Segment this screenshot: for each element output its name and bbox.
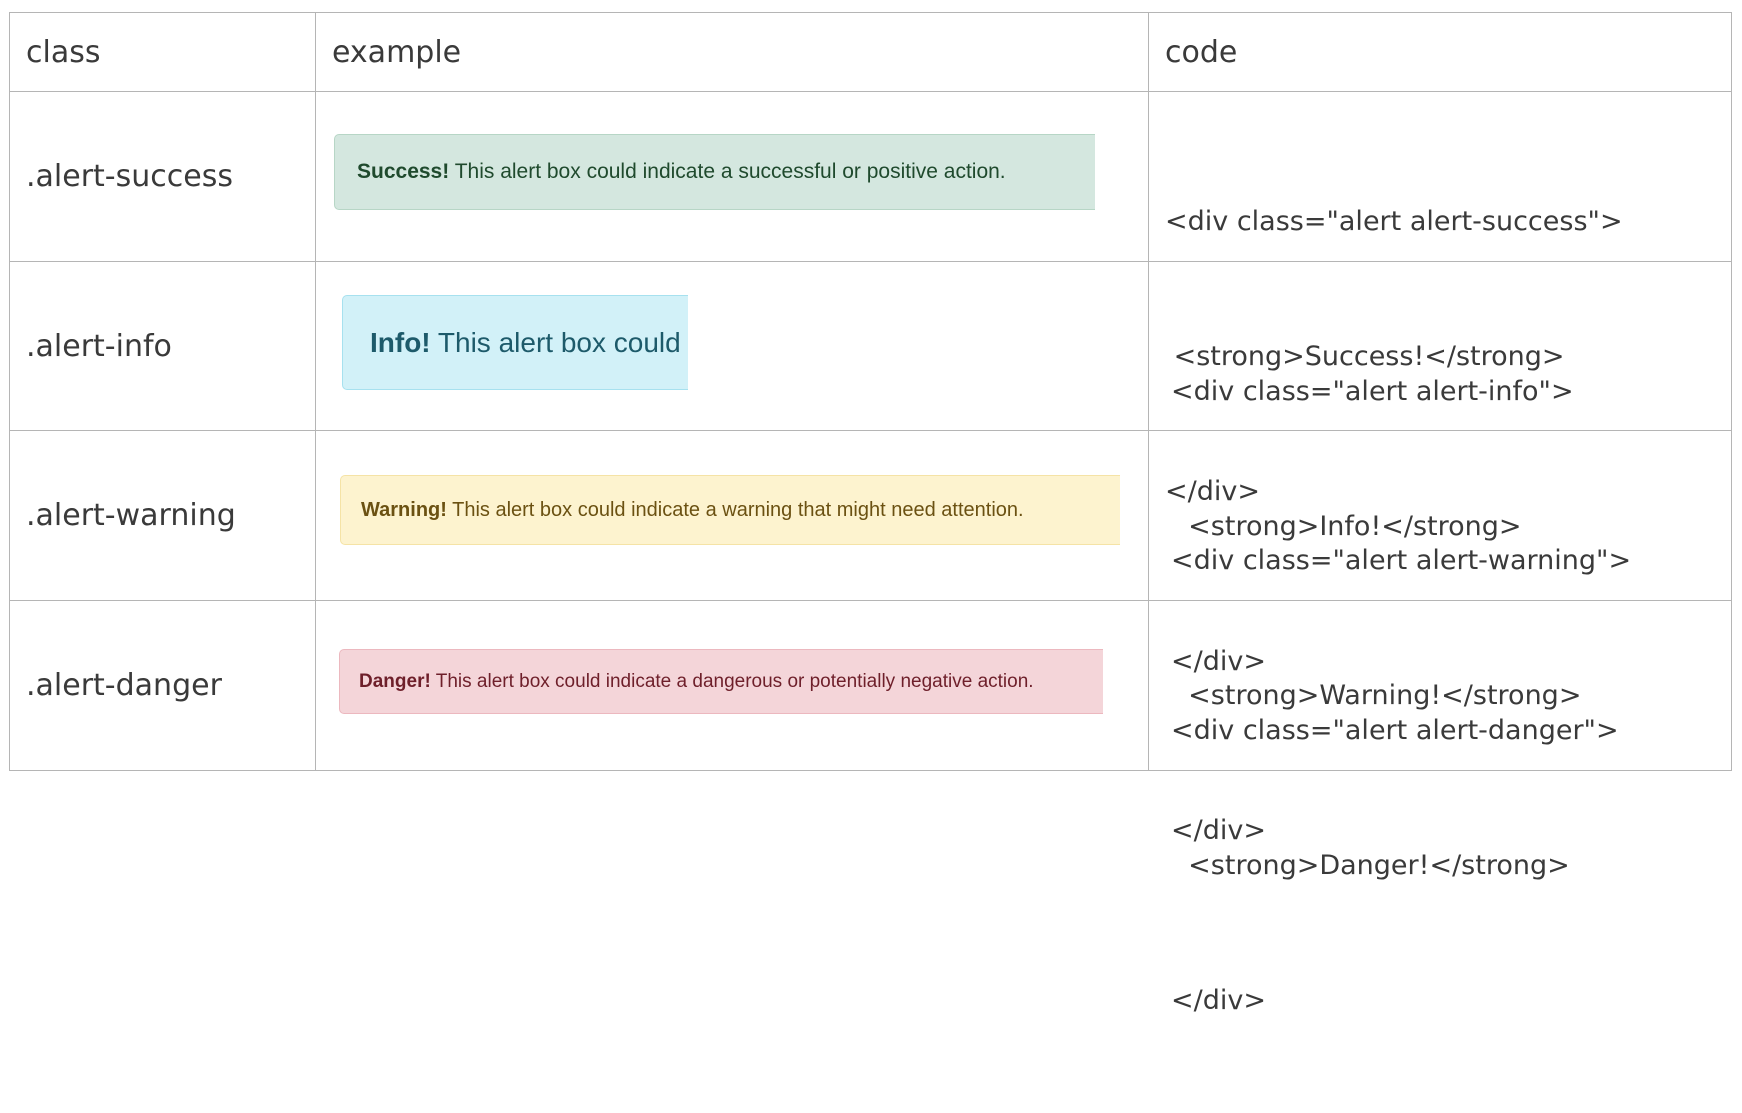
header-code: code xyxy=(1165,35,1238,70)
code-line: <strong>Danger!</strong> xyxy=(1171,850,1570,881)
header-class: class xyxy=(26,35,101,70)
alert-success-example: Success! This alert box could indicate a… xyxy=(334,134,1095,210)
code-line: <div class="alert alert-success"> xyxy=(1165,206,1623,237)
code-line: <div class="alert alert-warning"> xyxy=(1171,545,1632,576)
alert-classes-table: class example code .alert-success Succes… xyxy=(9,12,1732,1016)
code-line: </div> xyxy=(1165,476,1260,507)
table-border-header xyxy=(9,91,1732,92)
table-border-right xyxy=(1731,12,1732,771)
table-border-col1 xyxy=(315,12,316,771)
header-example: example xyxy=(332,35,462,70)
code-line: <strong>Info!</strong> xyxy=(1171,511,1522,542)
code-line: <div class="alert alert-info"> xyxy=(1171,376,1574,407)
code-success: <div class="alert alert-success"> <stron… xyxy=(1165,109,1623,604)
code-line: </div> xyxy=(1171,985,1266,1016)
alert-strong: Warning! xyxy=(361,498,447,521)
code-line: </div> xyxy=(1171,646,1266,677)
alert-text: This alert box could ir xyxy=(430,326,688,358)
table-border-row2 xyxy=(9,430,1732,431)
alert-warning-example: Warning! This alert box could indicate a… xyxy=(340,475,1120,545)
alert-text: This alert box could indicate a successf… xyxy=(449,160,1006,183)
alert-info-example: Info! This alert box could ir xyxy=(342,295,688,390)
code-line: <div class="alert alert-danger"> xyxy=(1171,715,1619,746)
alert-strong: Info! xyxy=(370,326,431,358)
class-name-success: .alert-success xyxy=(26,159,233,194)
table-border-col2 xyxy=(1148,12,1149,771)
alert-danger-example: Danger! This alert box could indicate a … xyxy=(339,649,1103,714)
class-name-info: .alert-info xyxy=(26,329,172,364)
class-name-warning: .alert-warning xyxy=(26,498,236,533)
table-border-top xyxy=(9,12,1732,13)
code-line: <strong>Warning!</strong> xyxy=(1171,680,1582,711)
table-border-bottom xyxy=(9,770,1732,771)
table-border-row3 xyxy=(9,600,1732,601)
alert-text: This alert box could indicate a warning … xyxy=(446,498,1024,521)
code-info: <div class="alert alert-info"> <strong>I… xyxy=(1171,279,1574,774)
code-line: <strong>Success!</strong> xyxy=(1165,341,1565,372)
alert-strong: Success! xyxy=(357,160,450,183)
alert-strong: Danger! xyxy=(359,670,431,692)
table-border-left xyxy=(9,12,10,771)
table-border-row1 xyxy=(9,261,1732,262)
alert-text: This alert box could indicate a dangerou… xyxy=(430,670,1034,692)
code-danger: <div class="alert alert-danger"> <strong… xyxy=(1171,618,1619,1113)
class-name-danger: .alert-danger xyxy=(26,668,222,703)
